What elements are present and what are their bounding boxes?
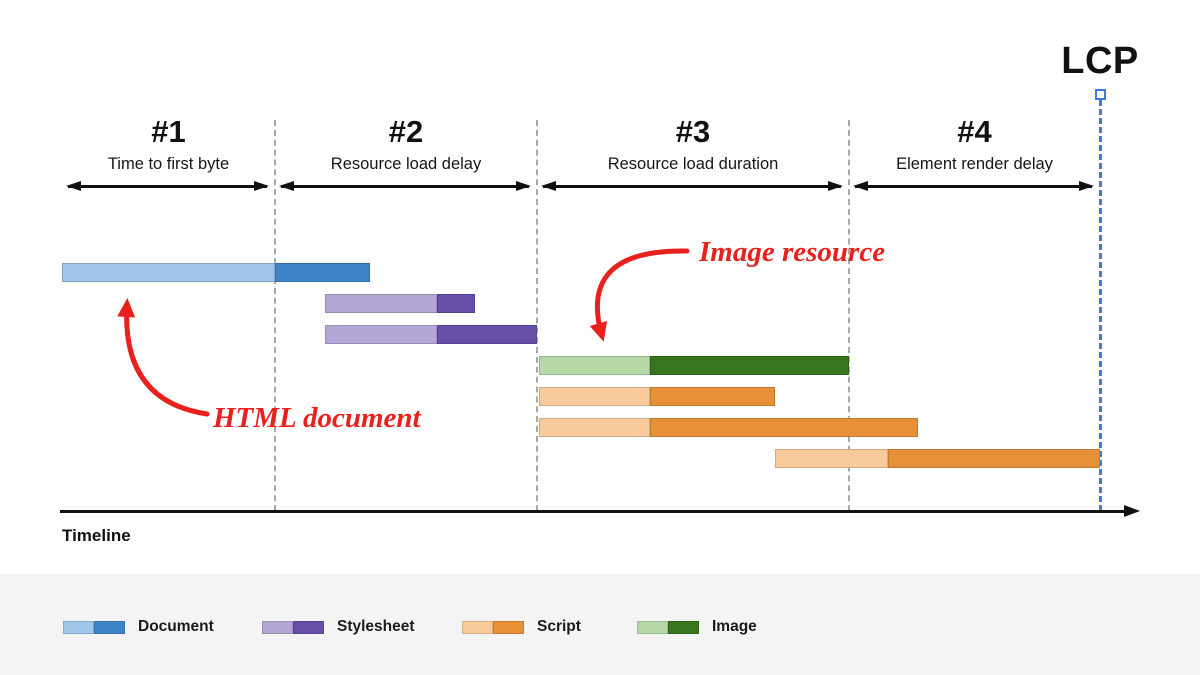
bar-script (539, 418, 918, 437)
lcp-marker-square-icon (1094, 89, 1106, 100)
phase-name: Element render delay (896, 154, 1053, 173)
legend-label: Image (712, 618, 757, 635)
legend-swatch-image-icon (637, 620, 699, 634)
swatch-dark-half (94, 620, 125, 634)
legend-label: Document (138, 618, 214, 635)
timeline-axis (60, 510, 1126, 513)
bar-stylesheet (325, 325, 537, 344)
swatch-dark-half (493, 620, 524, 634)
phase-number: #4 (957, 114, 992, 149)
legend-item-script: Script (462, 618, 581, 636)
swatch-dark-half (668, 620, 699, 634)
phase-extent-arrow (66, 181, 269, 191)
script-delay-segment (539, 418, 650, 437)
legend-swatch-stylesheet-icon (262, 620, 324, 634)
legend-swatch-document-icon (63, 620, 125, 634)
script-load-segment (888, 449, 1100, 468)
phase-extent-arrow (279, 181, 531, 191)
phase-divider-line (274, 120, 276, 511)
phase-name: Resource load delay (330, 154, 482, 173)
stylesheet-delay-segment (325, 325, 437, 344)
lcp-dashed-line (1098, 100, 1102, 511)
phase-number: #2 (388, 114, 424, 149)
image-delay-segment (539, 356, 650, 375)
bar-stylesheet (325, 294, 475, 313)
stylesheet-delay-segment (325, 294, 437, 313)
annotation-image-resource: Image resource (699, 236, 886, 268)
legend-label: Script (537, 618, 581, 635)
swatch-light-half (63, 620, 94, 634)
script-delay-segment (539, 387, 650, 406)
swatch-dark-half (293, 620, 324, 634)
swatch-light-half (262, 620, 293, 634)
bar-script (539, 387, 775, 406)
curved-arrow-html-document (117, 298, 210, 417)
lcp-title: LCP (1061, 40, 1139, 82)
bar-script (775, 449, 1100, 468)
stylesheet-load-segment (437, 325, 537, 344)
script-load-segment (650, 387, 775, 406)
curved-arrow-image-resource (589, 248, 690, 342)
image-load-segment (650, 356, 849, 375)
legend-label: Stylesheet (337, 618, 415, 635)
document-delay-segment (62, 263, 275, 282)
phase-number: #3 (675, 114, 711, 149)
annotation-html-document: HTML document (213, 402, 421, 434)
phase-number: #1 (151, 114, 186, 149)
legend-swatch-script-icon (462, 620, 524, 634)
phase-divider-line (848, 120, 850, 511)
script-delay-segment (775, 449, 888, 468)
legend-item-image: Image (637, 618, 757, 636)
phase-divider-line (536, 120, 538, 511)
swatch-light-half (637, 620, 668, 634)
legend-item-document: Document (63, 618, 214, 636)
swatch-light-half (462, 620, 493, 634)
stylesheet-load-segment (437, 294, 475, 313)
phase-extent-arrow (853, 181, 1094, 191)
phase-name: Resource load duration (607, 154, 779, 173)
phase-name: Time to first byte (107, 154, 230, 173)
legend: Document Stylesheet Script Image (0, 574, 1200, 675)
bar-document (62, 263, 370, 282)
timeline-label: Timeline (62, 526, 131, 545)
bar-image (539, 356, 849, 375)
timeline-axis-arrowhead-icon (1124, 505, 1140, 517)
phase-extent-arrow (541, 181, 843, 191)
document-load-segment (275, 263, 370, 282)
script-load-segment (650, 418, 918, 437)
legend-item-stylesheet: Stylesheet (262, 618, 415, 636)
